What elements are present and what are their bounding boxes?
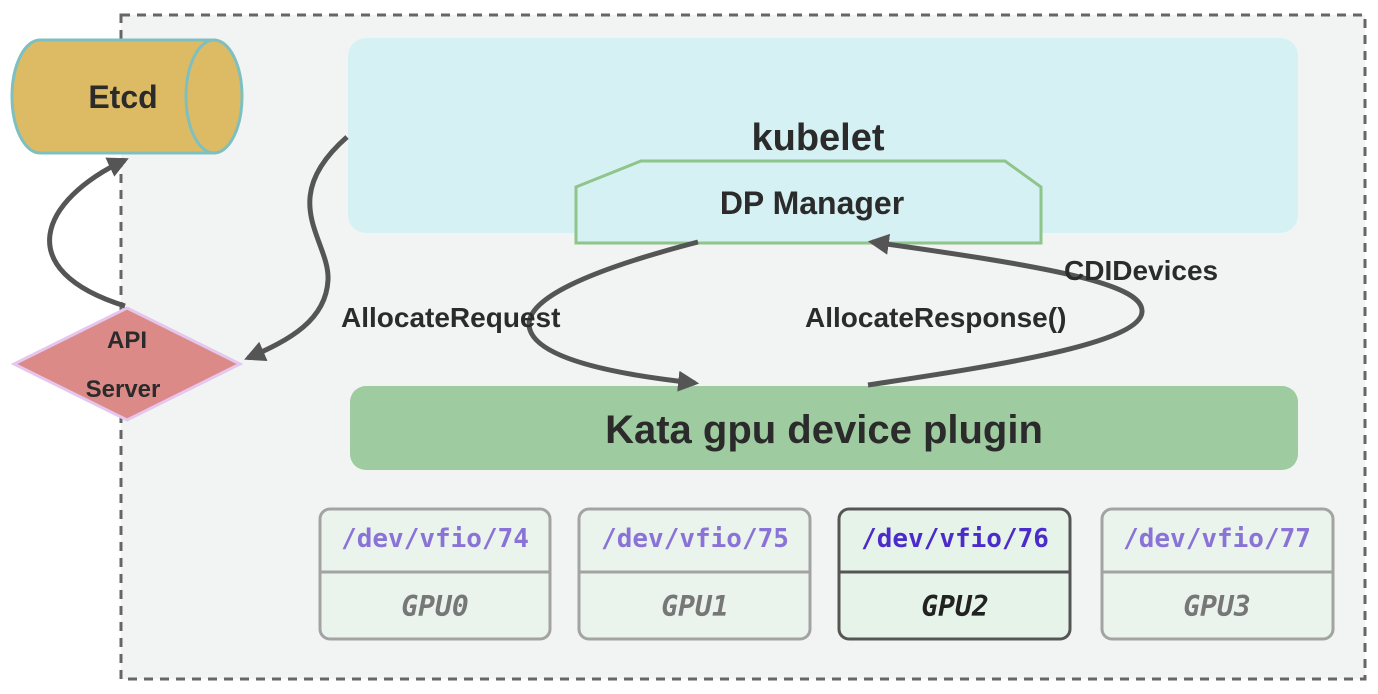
gpu-path: /dev/vfio/75: [601, 524, 789, 554]
etcd-label: Etcd: [88, 79, 157, 115]
etcd-cylinder: Etcd: [10, 38, 244, 155]
cdi-devices-label: CDIDevices: [1064, 255, 1218, 286]
api-to-etcd-arrow: [47, 157, 129, 309]
gpu-card-1: /dev/vfio/75 GPU1: [577, 507, 812, 641]
kubelet-label: kubelet: [751, 117, 884, 159]
device-plugin-box: [350, 386, 1298, 470]
allocate-response-label: AllocateResponse(): [805, 302, 1066, 333]
gpu-card-3: /dev/vfio/77 GPU3: [1100, 507, 1335, 641]
gpu-name: GPU3: [1183, 590, 1250, 623]
gpu-path: /dev/vfio/77: [1123, 524, 1311, 554]
gpu-path: /dev/vfio/76: [861, 524, 1049, 554]
api-server-label-line1: API: [107, 327, 147, 354]
allocate-response-arrow: [867, 233, 1145, 388]
gpu-name: GPU1: [661, 590, 728, 623]
gpu-path: /dev/vfio/74: [341, 524, 529, 554]
kubelet-to-api-arrow: [244, 135, 349, 362]
gpu-card-0: /dev/vfio/74 GPU0: [318, 507, 552, 641]
allocate-request-arrow: [526, 239, 700, 392]
dp-manager-box: [574, 159, 1043, 245]
device-plugin-label: Kata gpu device plugin: [605, 408, 1043, 452]
api-server-label-line2: Server: [86, 376, 161, 403]
gpu-name: GPU0: [401, 590, 468, 623]
api-server-diamond: API Server: [10, 306, 244, 422]
dp-manager-label: DP Manager: [720, 185, 904, 221]
gpu-name: GPU2: [921, 590, 988, 623]
gpu-card-2: /dev/vfio/76 GPU2: [837, 507, 1072, 641]
allocate-request-label: AllocateRequest: [341, 302, 560, 333]
